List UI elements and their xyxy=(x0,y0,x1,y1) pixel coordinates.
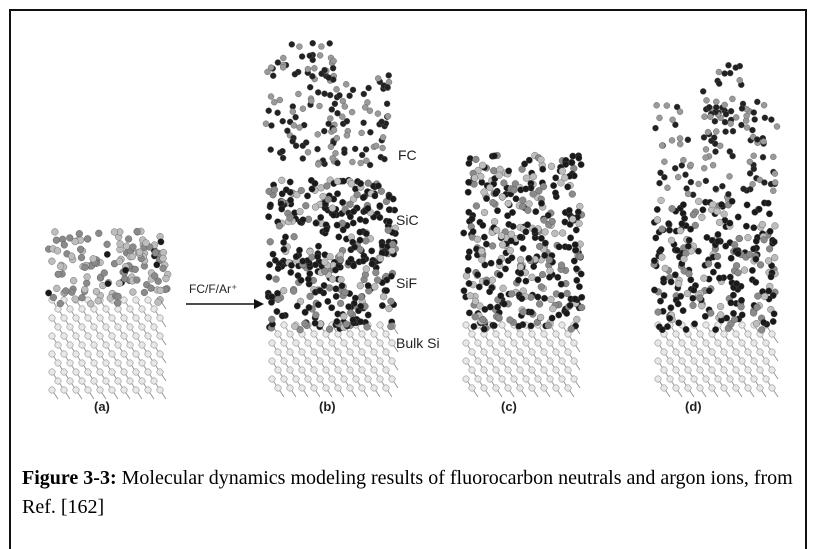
molecular-dynamics-figure xyxy=(45,40,781,400)
panel-label-b: (b) xyxy=(319,399,336,414)
panel-label-d: (d) xyxy=(685,399,702,414)
panel-a-atoms xyxy=(45,227,172,400)
caption-label: Figure 3-3: xyxy=(22,467,117,489)
process-arrow xyxy=(186,299,264,309)
layer-label-bulk-si: Bulk Si xyxy=(396,335,440,351)
layer-label-sif: SiF xyxy=(396,275,417,291)
figure-caption: Figure 3-3: Molecular dynamics modeling … xyxy=(22,464,802,522)
panel-c-atoms xyxy=(460,151,586,398)
caption-text: Molecular dynamics modeling results of f… xyxy=(22,467,793,518)
arrow-label: FC/F/Ar⁺ xyxy=(189,282,238,296)
panel-b-atoms xyxy=(262,40,399,398)
panel-label-a: (a) xyxy=(94,399,110,414)
panel-d-atoms xyxy=(650,62,781,398)
layer-label-fc: FC xyxy=(398,147,417,163)
layer-label-sic: SiC xyxy=(396,212,419,228)
panel-label-c: (c) xyxy=(501,399,517,414)
figure-frame xyxy=(9,9,807,549)
